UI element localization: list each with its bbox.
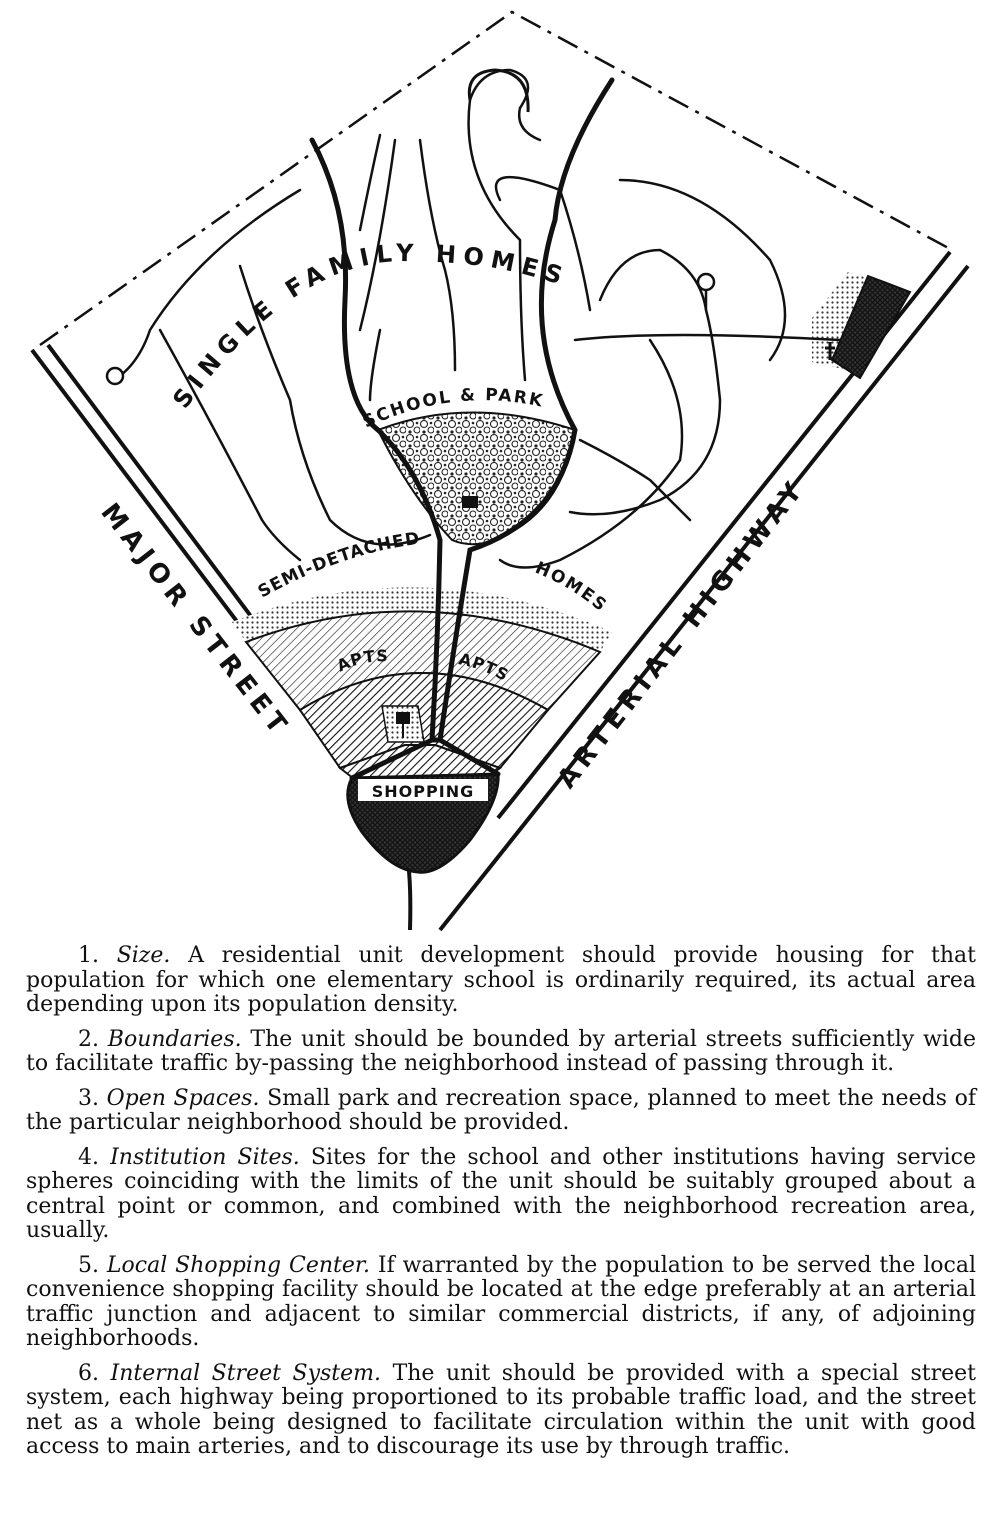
principle-local-shopping-center: 5. Local Shopping Center. If warranted b…: [26, 1252, 977, 1352]
school-building-icon: [462, 496, 478, 508]
principle-title: Local Shopping Center.: [106, 1252, 370, 1278]
principle-text: Small park and recreation space, planned…: [26, 1085, 976, 1135]
principle-boundaries: 2. Boundaries. The unit should be bounde…: [26, 1026, 977, 1077]
corner-church-icon: [825, 342, 835, 360]
top-loop-street: [467, 68, 530, 113]
principle-number: 6.: [78, 1360, 99, 1386]
principle-title: Size.: [116, 943, 171, 968]
principle-text: If warranted by the population to be ser…: [26, 1252, 977, 1351]
principle-number: 1.: [78, 943, 99, 968]
principle-number: 3.: [78, 1085, 99, 1111]
principle-number: 2.: [78, 1026, 99, 1052]
school-park-area: [376, 411, 577, 546]
principle-title: Institution Sites.: [110, 1144, 300, 1170]
principle-title: Boundaries.: [107, 1026, 242, 1052]
church-cross-icon: [396, 712, 410, 738]
principle-text: The unit should be provided with a speci…: [26, 1360, 976, 1459]
semi-detached-band: [232, 587, 612, 652]
principle-institution-sites: 4. Institution Sites. Sites for the scho…: [26, 1144, 976, 1244]
principle-text: A residential unit development should pr…: [26, 943, 977, 1017]
neighborhood-unit-diagram: SINGLE FAMILY HOMES SCHOOL & PARK SEMI-D…: [30, 10, 970, 932]
corner-commercial-block: [830, 274, 912, 380]
principle-number: 5.: [78, 1252, 99, 1278]
principle-title: Internal Street System.: [110, 1360, 382, 1386]
shopping-label: SHOPPING: [372, 782, 474, 801]
shopping-label-backing: [358, 779, 488, 801]
arterial-highway-road: [438, 250, 970, 932]
principle-title: Open Spaces.: [106, 1085, 260, 1111]
principle-text: Sites for the school and other instituti…: [26, 1144, 976, 1243]
cul-de-sac-right: [696, 272, 716, 292]
principle-size: 1. Size. A residential unit development …: [26, 943, 977, 1018]
planning-principles: 1. Size. A residential unit development …: [26, 943, 977, 1470]
unit-boundary: [39, 10, 953, 347]
principle-open-spaces: 3. Open Spaces. Small park and recreatio…: [26, 1085, 976, 1136]
cul-de-sac-left: [105, 366, 125, 386]
principle-number: 4.: [78, 1144, 99, 1170]
principle-internal-street-system: 6. Internal Street System. The unit shou…: [26, 1360, 976, 1460]
principle-text: The unit should be bounded by arterial s…: [26, 1026, 977, 1076]
residential-streets: [118, 68, 842, 569]
